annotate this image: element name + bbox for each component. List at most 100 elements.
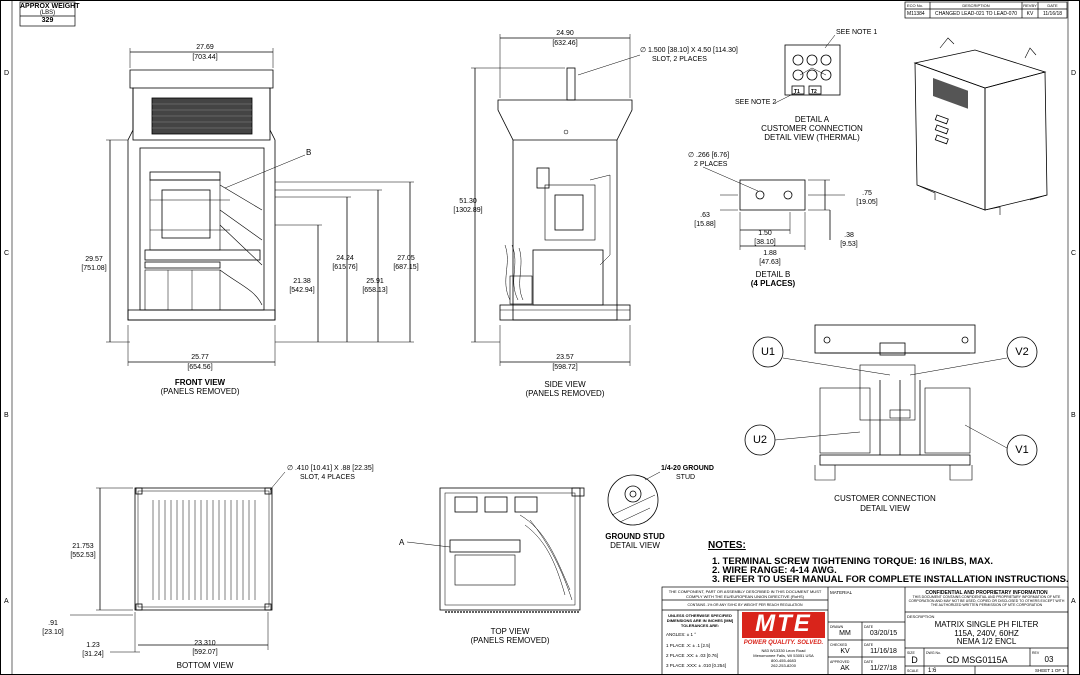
rev-hdr-by: REVBY <box>1023 3 1037 8</box>
rev-eco: M11384 <box>907 11 925 17</box>
tb-size-lbl: SIZE <box>907 651 915 655</box>
ground-title: GROUND STUD <box>605 532 665 541</box>
detail-b-d2: 1.50 <box>758 230 772 237</box>
conn-u1: U1 <box>760 346 776 358</box>
conn-v1: V1 <box>1015 444 1029 456</box>
detail-b-hole2: 2 PLACES <box>694 161 728 168</box>
detail-b-hole: ∅ .266 [6.76] <box>688 152 730 159</box>
bottom-view-title: BOTTOM VIEW <box>176 661 234 670</box>
front-view-subtitle: (PANELS REMOVED) <box>160 387 240 396</box>
tb-drawn-date: 03/20/15 <box>869 630 898 637</box>
zone-right-c: C <box>1071 250 1077 257</box>
side-width-bot-mm: [598.72] <box>552 364 578 371</box>
front-h5-mm: [687.15] <box>393 264 419 271</box>
detail-a-note2: SEE NOTE 2 <box>735 99 777 106</box>
detail-a-title3: DETAIL VIEW (THERMAL) <box>764 133 860 142</box>
tb-drawn-date-lbl: DATE <box>864 625 874 629</box>
rev-description: CHANGED LEAD-021 TO LEAD-070 <box>934 11 1018 17</box>
front-width-bot-mm: [654.56] <box>187 364 213 371</box>
tb-tolerance-head: UNLESS OTHERWISE SPECIFIED DIMENSIONS AR… <box>666 613 734 628</box>
conn-u2: U2 <box>752 434 768 446</box>
zone-left-c: C <box>4 250 10 257</box>
tb-tol-2place: 2 PLACE .XX: ± .03 [0.76] <box>666 653 718 658</box>
mte-tagline: POWER QUALITY. SOLVED. <box>743 640 824 646</box>
detail-b-d4: .75 <box>862 190 872 197</box>
tb-scale: 1:6 <box>928 668 937 674</box>
zone-right-b: B <box>1071 412 1076 419</box>
note-2: 2. WIRE RANGE: 4-14 AWG. <box>712 565 837 576</box>
side-view-drawing <box>471 34 641 366</box>
tb-approved-by: AK <box>840 665 850 672</box>
front-h4: 25.91 <box>366 278 384 285</box>
front-h1-mm: [751.08] <box>81 265 107 272</box>
top-view-drawing <box>406 487 585 613</box>
tb-address1: N83 W13330 Leon Road <box>761 648 806 653</box>
detail-b-drawing <box>702 166 845 250</box>
front-h5: 27.05 <box>397 255 415 262</box>
tb-approved-lbl: APPROVED <box>830 660 850 664</box>
bottom-w: 23.310 <box>194 640 216 647</box>
front-view-drawing <box>106 48 414 366</box>
top-view-subtitle: (PANELS REMOVED) <box>470 636 550 645</box>
isometric-view <box>913 37 1048 215</box>
front-h1: 29.57 <box>85 256 103 263</box>
tb-tol-1place: 1 PLACE .X: ± .1 [2.5] <box>666 643 710 648</box>
bottom-slot-line1: ∅ .410 [10.41] X .88 [22.35] <box>287 465 374 472</box>
side-width-bot: 23.57 <box>556 354 574 361</box>
side-slot-line1: ∅ 1.500 [38.10] X 4.50 [114.30] <box>640 47 738 54</box>
bottom-d1-mm: [23.10] <box>42 629 64 636</box>
conn-v2: V2 <box>1015 346 1029 358</box>
notes-heading: NOTES: <box>708 540 746 551</box>
rev-hdr-date: DATE <box>1047 3 1058 8</box>
tb-tol-angles: ANGLES: ± 1 ° <box>666 632 697 637</box>
tb-sheet: SHEET 1 OF 1 <box>1035 668 1065 673</box>
tb-size: D <box>911 655 918 665</box>
detail-a-title1: DETAIL A <box>794 115 830 124</box>
side-slot-line2: SLOT, 2 PLACES <box>652 56 707 63</box>
bottom-d1: .91 <box>48 620 58 627</box>
tb-compliance: THE COMPONENT, PART OR ASSEMBLY DESCRIBE… <box>668 589 822 599</box>
title-block-lines <box>19 1 1069 675</box>
detail-b-d4-mm: [19.05] <box>856 199 878 206</box>
tb-dwg-lbl: DWG No. <box>926 651 941 655</box>
tb-rev-lbl: REV <box>1032 651 1040 655</box>
tb-desc3: NEMA 1/2 ENCL <box>956 637 1017 646</box>
tb-material: MATERIAL <box>830 590 853 595</box>
tb-approved-date: 11/27/18 <box>870 665 897 672</box>
detail-b-d5: .38 <box>844 232 854 239</box>
front-view-title: FRONT VIEW <box>174 378 226 387</box>
tb-checked-date-lbl: DATE <box>864 643 874 647</box>
tb-description-lbl: DESCRIPTION <box>907 614 935 619</box>
front-width-bot: 25.77 <box>191 354 209 361</box>
side-width-top: 24.90 <box>556 30 574 37</box>
zone-left-b: B <box>4 412 9 419</box>
tb-address3: 800-455-4683 <box>771 658 796 663</box>
ground-stud-drawing <box>607 471 661 526</box>
detail-a-t2: T2 <box>811 89 817 95</box>
detail-b-subtitle: (4 PLACES) <box>750 279 796 288</box>
mte-logo-graphic <box>742 612 825 638</box>
ground-stud-label1: 1/4-20 GROUND <box>661 465 714 472</box>
note-3: 3. REFER TO USER MANUAL FOR COMPLETE INS… <box>712 574 1069 585</box>
front-h4-mm: [658.13] <box>362 287 388 294</box>
front-h3: 24.24 <box>336 255 354 262</box>
bottom-view-drawing <box>70 471 286 653</box>
bottom-h-mm: [552.53] <box>70 552 96 559</box>
detail-b-d2-mm: [38.10] <box>754 239 776 246</box>
tb-rev: 03 <box>1044 655 1054 664</box>
tb-address2: Menomonee Falls, WI 53051 USA <box>753 653 814 658</box>
tb-drawn-by: MM <box>839 630 851 637</box>
side-height-mm: [1302.89] <box>453 207 483 214</box>
ground-stud-label2: STUD <box>676 474 696 481</box>
bottom-d2-mm: [31.24] <box>82 651 104 658</box>
front-h2: 21.38 <box>293 278 311 285</box>
rev-date: 11/16/18 <box>1042 11 1063 17</box>
side-width-top-mm: [632.46] <box>552 40 578 47</box>
tb-checked-by: KV <box>840 648 850 655</box>
tb-address4: 262-253-8200 <box>771 663 796 668</box>
bottom-slot-line2: SLOT, 4 PLACES <box>300 474 355 481</box>
tb-desc1: MATRIX SINGLE PH FILTER <box>934 620 1039 629</box>
tb-drawn-lbl: DRAWN <box>830 625 844 629</box>
customer-connection-drawing <box>744 324 1038 481</box>
